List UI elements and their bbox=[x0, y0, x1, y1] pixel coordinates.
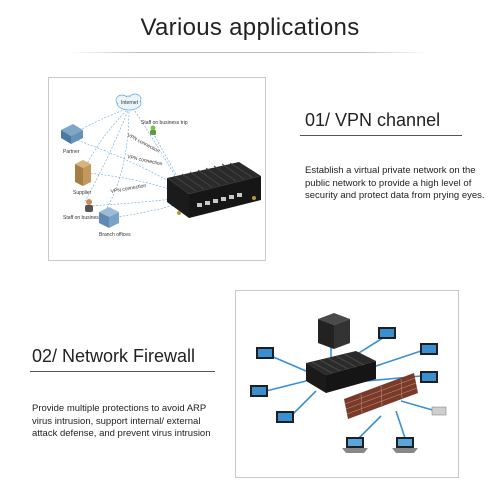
desktop-computer-icon bbox=[420, 343, 438, 355]
staff-left-label: Staff on business trip bbox=[63, 215, 110, 221]
vpn-connection-label: VPN connection bbox=[110, 183, 147, 195]
printer-icon bbox=[431, 406, 447, 416]
desktop-computer-icon bbox=[276, 411, 294, 423]
section-heading-vpn: 01/ VPN channel bbox=[305, 110, 441, 130]
firewall-diagram bbox=[250, 313, 447, 453]
internet-label: Internet bbox=[121, 100, 139, 106]
staff-top-label: Staff on business trip bbox=[141, 120, 188, 126]
vpn-connection-label: VPN connection bbox=[127, 154, 164, 167]
desktop-computer-icon bbox=[378, 327, 396, 339]
firewall-network-image bbox=[235, 290, 459, 478]
mini-pc-router-icon bbox=[167, 162, 261, 218]
section-description-firewall: Provide multiple protections to avoid AR… bbox=[32, 403, 211, 439]
desktop-computer-icon bbox=[250, 385, 268, 397]
partner-building-icon bbox=[61, 124, 83, 144]
desktop-computer-icon bbox=[420, 371, 438, 383]
vpn-diagram-image: Internet Partner Supplier Staff on busin… bbox=[48, 77, 266, 261]
staff-person-icon bbox=[85, 199, 93, 212]
laptop-icon bbox=[392, 437, 418, 453]
vpn-diagram: Internet Partner Supplier Staff on busin… bbox=[61, 93, 261, 238]
section-description-vpn: Establish a virtual private network on t… bbox=[305, 165, 485, 201]
network-cables bbox=[265, 331, 437, 442]
desktop-computer-icon bbox=[256, 347, 274, 359]
section-divider bbox=[30, 371, 215, 372]
section-heading-firewall: 02/ Network Firewall bbox=[32, 346, 196, 366]
title-divider bbox=[70, 52, 430, 53]
branch-office-icon bbox=[99, 207, 119, 228]
section-divider bbox=[300, 135, 462, 136]
branch-label: Branch offices bbox=[99, 232, 131, 238]
partner-label: Partner bbox=[63, 149, 80, 155]
supplier-label: Supplier bbox=[73, 190, 92, 196]
page-title: Various applications bbox=[140, 14, 360, 41]
mini-pc-firewall-icon bbox=[306, 351, 376, 393]
cloud-icon bbox=[115, 93, 142, 111]
server-rack-icon bbox=[318, 313, 350, 349]
brick-wall-icon bbox=[344, 373, 418, 419]
supplier-building-icon bbox=[75, 160, 91, 186]
staff-person-icon bbox=[150, 125, 156, 135]
laptop-icon bbox=[342, 437, 368, 453]
